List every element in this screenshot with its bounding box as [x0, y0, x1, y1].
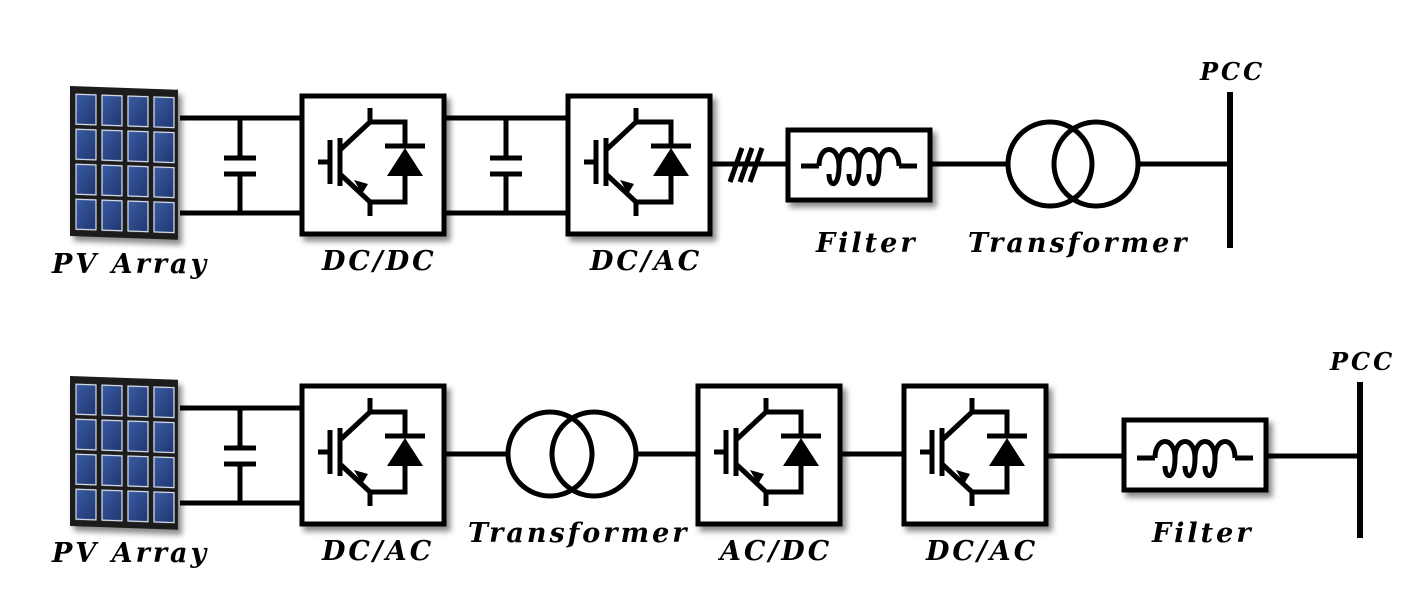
- transformer-label: Transformer: [968, 228, 1190, 259]
- pv-array-label: PV Array: [51, 249, 209, 280]
- dcac-inverter-label: DC/AC: [589, 246, 702, 277]
- pcc-label: PCC: [1329, 347, 1395, 376]
- transformer-icon: [1005, 119, 1141, 209]
- filter-icon: [1121, 417, 1269, 493]
- transformer-label: Transformer: [468, 518, 690, 549]
- filter-icon: [785, 127, 933, 203]
- pv-array-icon: [69, 375, 179, 531]
- acdc-rectifier-label: AC/DC: [717, 536, 832, 567]
- dcdc-converter-icon: [299, 93, 447, 237]
- filter-label: Filter: [1151, 518, 1254, 549]
- top-row: PV Array DC/DC DC/AC: [51, 57, 1265, 280]
- pv-array-label: PV Array: [51, 538, 209, 569]
- acdc-rectifier-icon: [695, 383, 843, 527]
- dcac-inverter-2-icon: [901, 383, 1049, 527]
- dc-link: [180, 405, 300, 506]
- dcac-inverter-icon: [565, 93, 713, 237]
- pv-array-icon: [69, 85, 179, 241]
- dcac-inverter-icon: [299, 383, 447, 527]
- dcac-inverter-label: DC/AC: [321, 536, 434, 567]
- pcc-label: PCC: [1199, 57, 1265, 86]
- bottom-row: PV Array DC/AC Transformer AC/DC: [51, 347, 1395, 569]
- dc-link-1: [180, 115, 300, 216]
- dcdc-converter-label: DC/DC: [321, 246, 437, 277]
- dc-link-2: [446, 115, 566, 216]
- filter-label: Filter: [815, 228, 918, 259]
- dcac-inverter-2-label: DC/AC: [925, 536, 1038, 567]
- transformer-icon: [505, 409, 639, 499]
- three-phase-line: [712, 147, 788, 183]
